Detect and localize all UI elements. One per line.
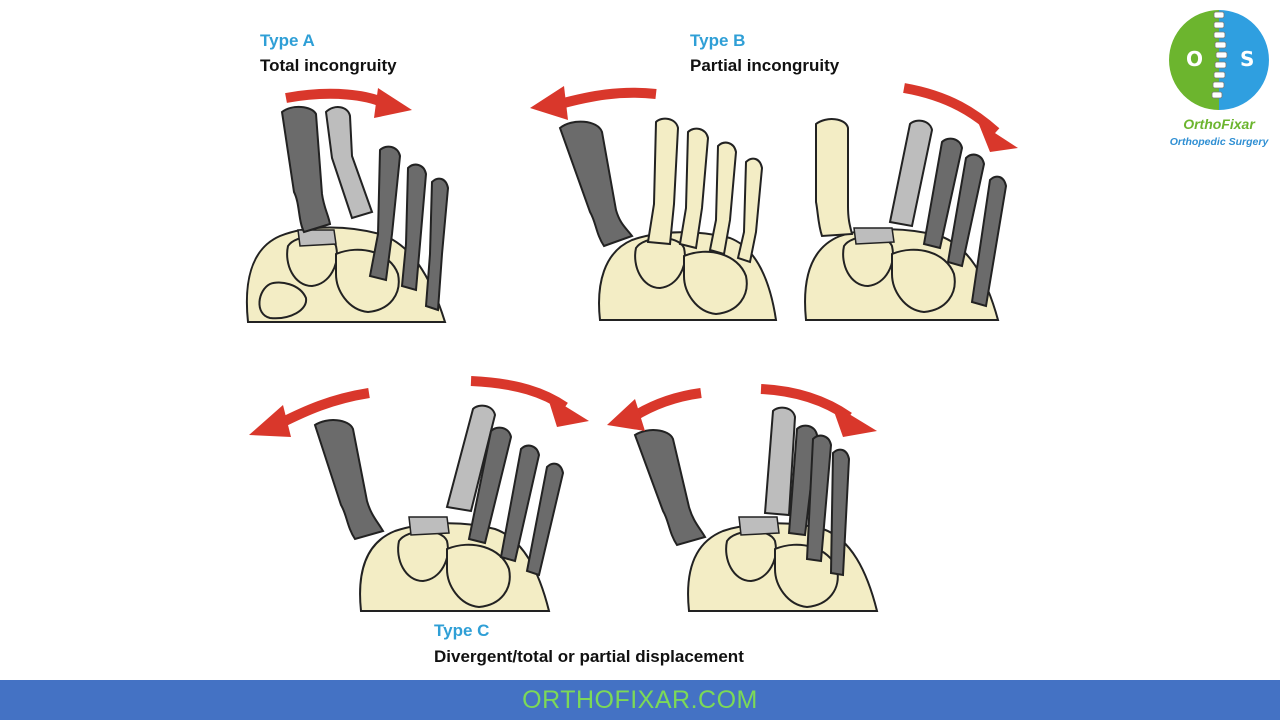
metatarsal-2 [445,404,497,513]
curved-arrow-icon [530,86,657,120]
metatarsal-4 [805,434,833,563]
cuneiform-fragment [297,229,337,247]
type-c-right-illustration [607,384,879,612]
metatarsal-2 [646,117,680,246]
type-b-description: Partial incongruity [690,56,840,75]
orthofixar-logo-icon: O S [1169,10,1269,110]
type-b-left-illustration [530,86,778,321]
cuneiform-fragment [738,516,780,536]
metatarsal-1 [280,106,332,234]
metatarsal-4 [499,444,541,563]
metatarsal-3 [467,426,513,545]
type-c-description: Divergent/total or partial displacement [434,647,744,666]
metatarsal-5 [970,175,1008,308]
type-c-title: Type C [434,621,490,640]
tarsal-bones [687,522,879,612]
logo-subtitle: Orthopedic Surgery [1169,136,1269,148]
metatarsal-1 [815,118,854,238]
metatarsal-5 [424,177,450,312]
metatarsal-1 [313,419,385,541]
metatarsal-3 [922,137,964,250]
curved-arrow-icon [607,388,702,431]
tarsal-bones [598,231,778,321]
metatarsal-2 [888,119,934,228]
metatarsal-3 [368,145,402,282]
metatarsal-2 [324,106,374,220]
curved-arrow-icon [285,88,412,118]
type-b-title: Type B [690,31,746,50]
metatarsal-5 [829,448,851,577]
curved-arrow-icon [249,388,370,437]
svg-text:O: O [1186,47,1203,71]
orthofixar-logo: O S OrthoFixar Orthopedic Surgery [1164,4,1274,154]
curved-arrow-icon [470,376,589,427]
curved-arrow-icon [760,384,877,437]
type-b-right-illustration [804,83,1018,321]
cuneiform-fragment [408,516,450,536]
metatarsal-3 [678,127,710,250]
metatarsal-5 [525,462,565,577]
metatarsal-1 [633,429,707,547]
type-a-description: Total incongruity [260,56,397,75]
curved-arrow-icon [903,83,1018,152]
metatarsal-4 [708,141,738,256]
footer-website-link[interactable]: ORTHOFIXAR.COM [522,685,758,714]
metatarsal-5 [736,157,764,264]
svg-text:S: S [1240,47,1254,71]
logo-name: OrthoFixar [1183,116,1255,132]
type-c-left-illustration [249,376,589,612]
type-a-illustration [245,88,450,323]
metatarsal-4 [946,153,986,268]
footer-banner: ORTHOFIXAR.COM [0,680,1280,720]
tarsal-bones [804,228,1000,321]
metatarsal-1 [558,120,634,248]
metatarsal-4 [400,163,428,292]
type-a-title: Type A [260,31,315,50]
cuneiform-fragment [853,227,895,245]
metatarsal-2 [763,406,797,517]
metatarsal-3 [787,424,819,537]
